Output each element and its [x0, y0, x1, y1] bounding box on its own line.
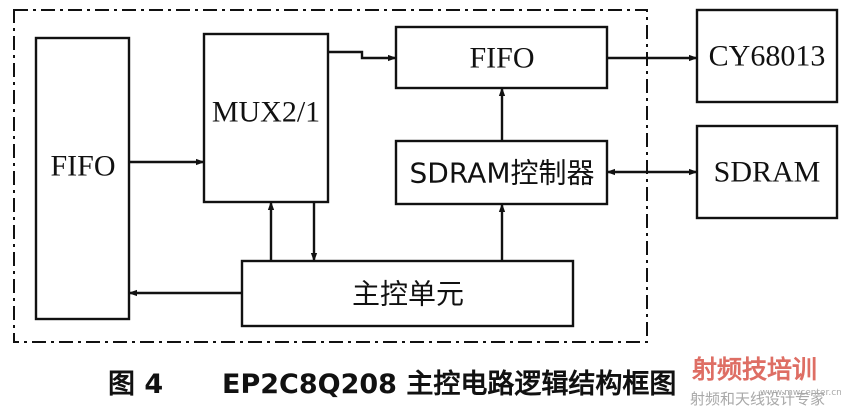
fifo-input-label: FIFO	[50, 150, 115, 183]
fifo-output-label: FIFO	[469, 42, 534, 75]
sdram-chip-block: SDRAM	[695, 124, 839, 220]
mux-label: MUX2/1	[212, 96, 320, 129]
sdram-controller-block: SDRAM控制器	[394, 139, 609, 206]
fifo-output-block: FIFO	[394, 25, 609, 90]
arrow-mux-to-fifo-output	[328, 50, 397, 62]
sdram-controller-label: SDRAM控制器	[410, 157, 595, 190]
cy68013-label: CY68013	[709, 40, 826, 73]
fifo-input-block: FIFO	[34, 36, 131, 321]
watermark-logo: 射频技培训 射频和天线设计专家 www.mwcenter.cn	[690, 355, 841, 408]
main-control-unit-label: 主控单元	[352, 278, 464, 311]
watermark-logo-text: 射频技培训	[691, 355, 817, 384]
figure-title: EP2C8Q208 主控电路逻辑结构框图	[222, 368, 676, 400]
watermark-url: www.mwcenter.cn	[760, 388, 841, 398]
cy68013-block: CY68013	[695, 8, 839, 104]
figure-number: 图 4	[108, 369, 163, 400]
sdram-chip-label: SDRAM	[714, 156, 821, 189]
main-control-unit-block: 主控单元	[240, 259, 575, 328]
fpga-boundary	[13, 9, 648, 343]
mux-block: MUX2/1	[202, 32, 330, 204]
watermark-slogan: 射频和天线设计专家	[690, 390, 825, 408]
